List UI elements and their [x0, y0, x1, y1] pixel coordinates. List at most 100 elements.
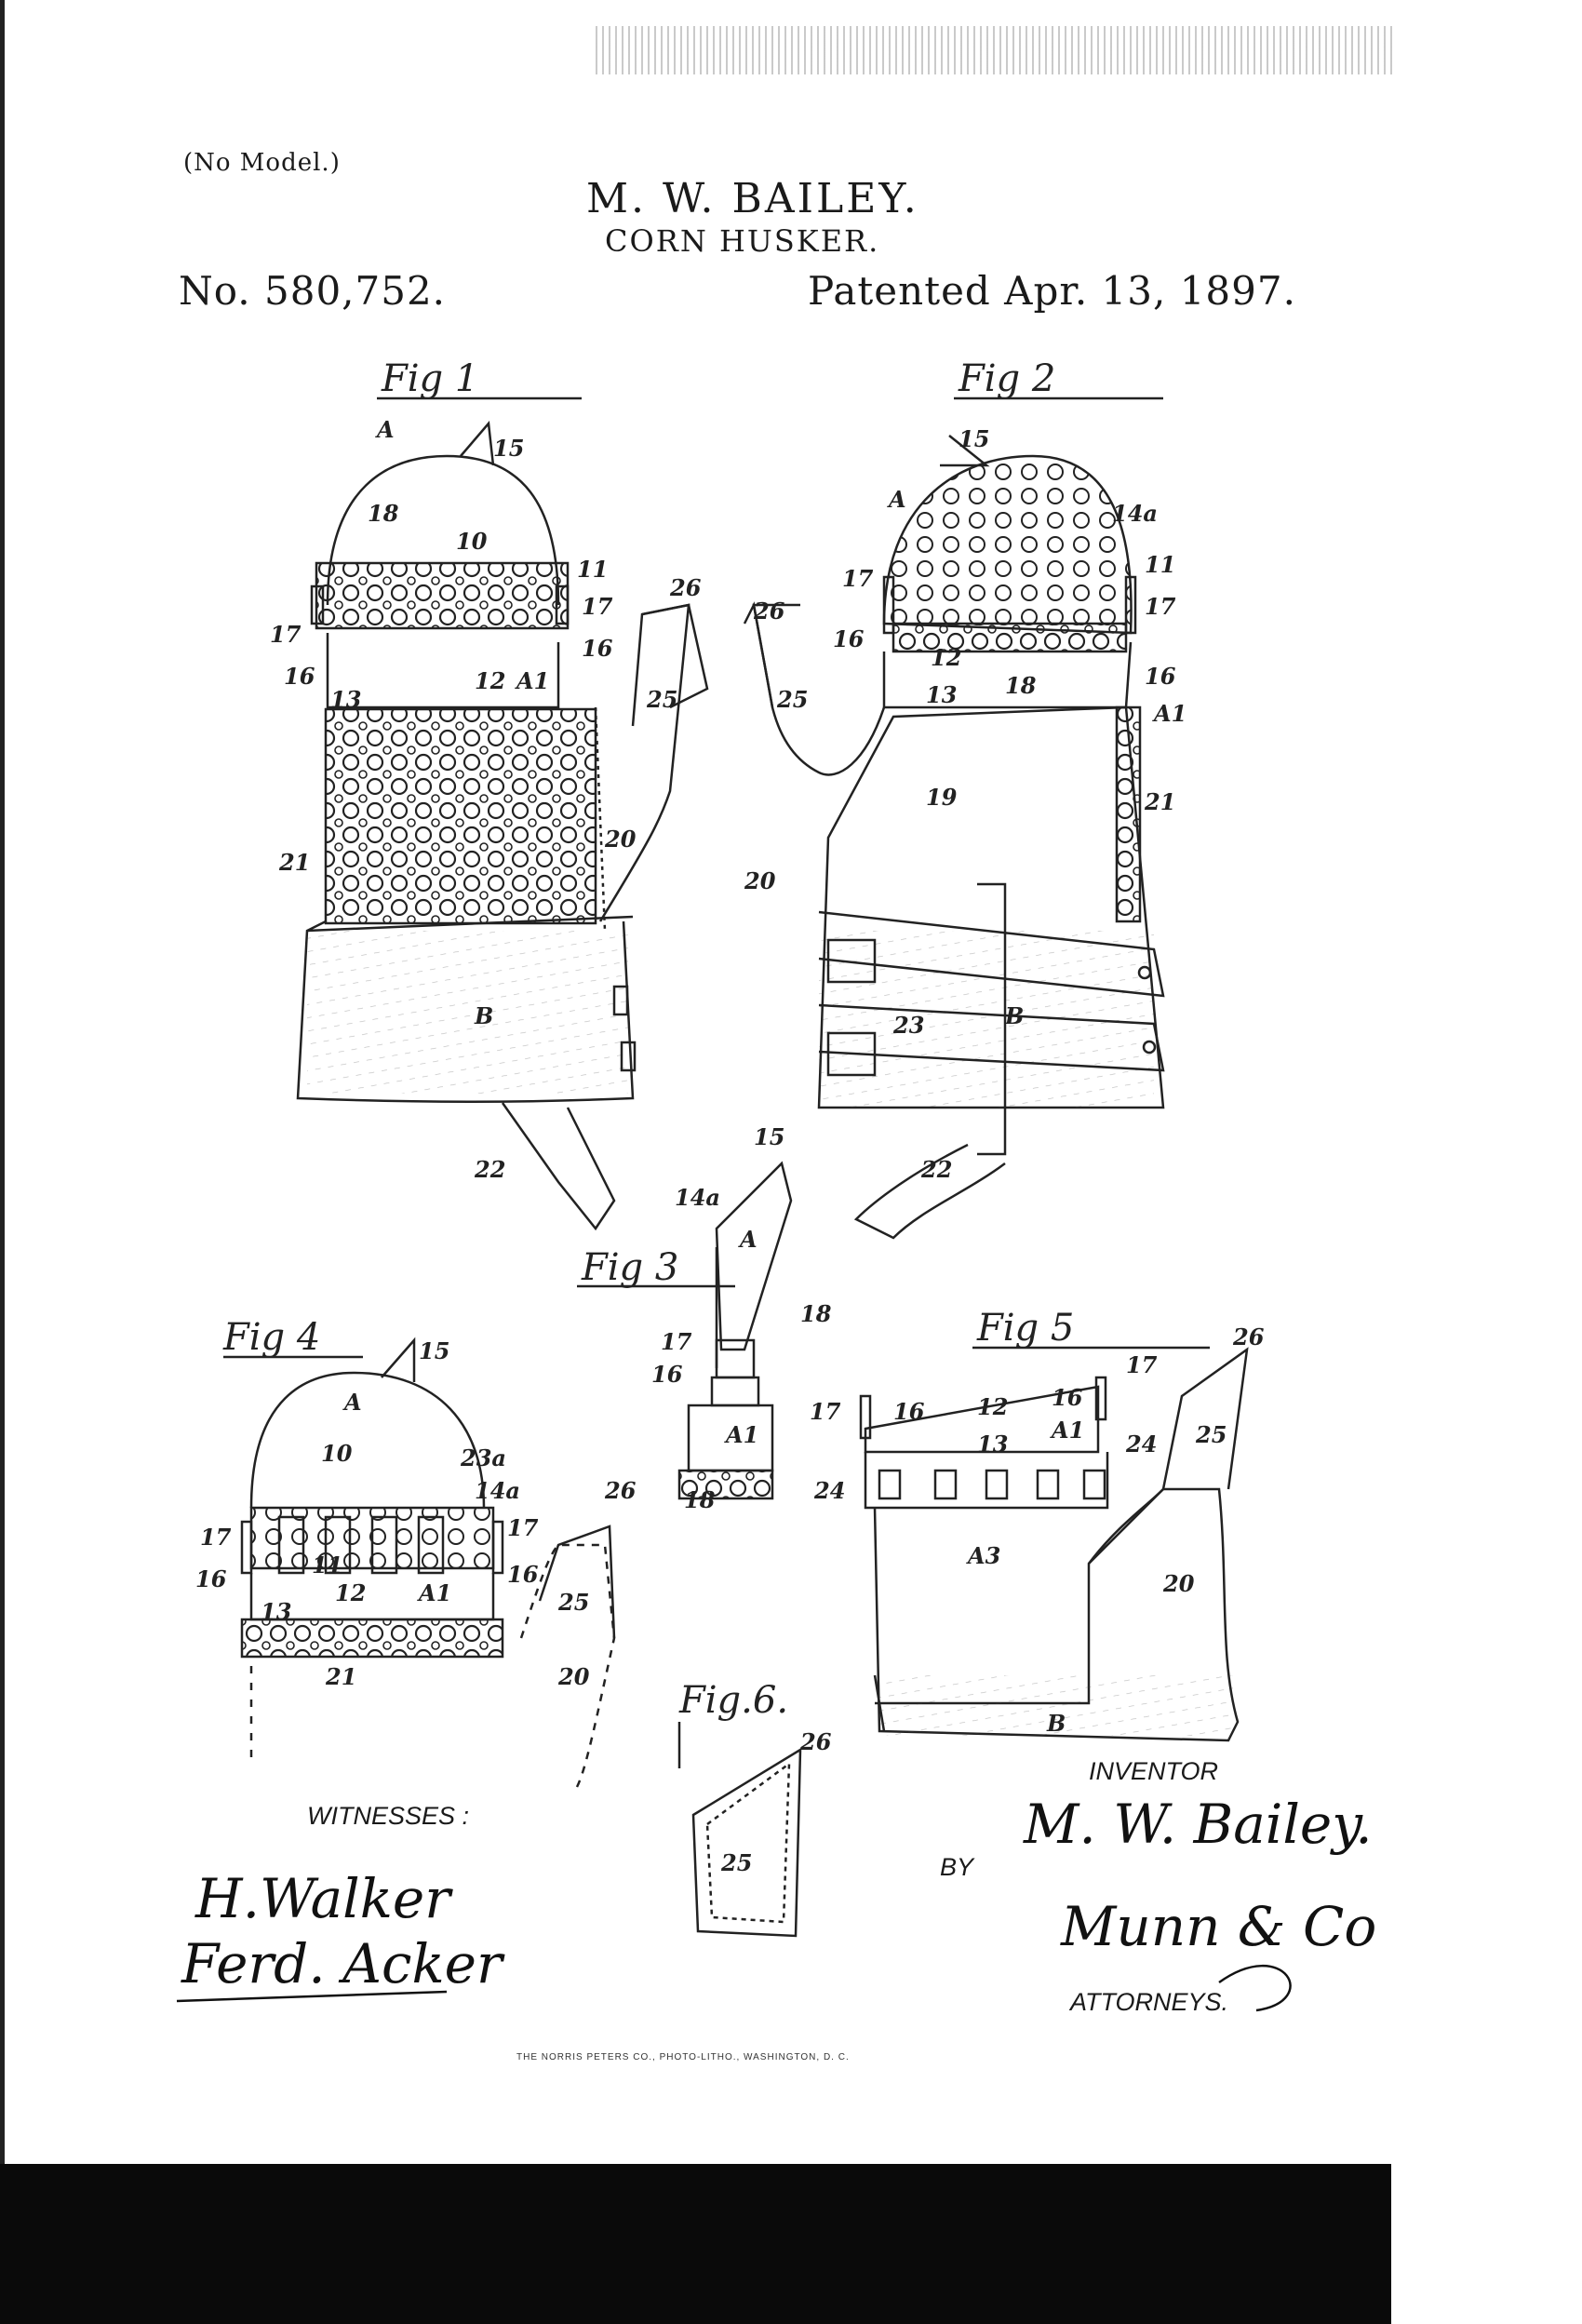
figure-6-label: Fig.6. — [678, 1679, 788, 1722]
svg-text:20: 20 — [744, 867, 776, 894]
svg-text:10: 10 — [321, 1440, 353, 1467]
svg-text:23: 23 — [892, 1012, 924, 1039]
figure-3: Fig 3 15 14a A 18 17 16 A1 18 — [577, 1123, 832, 1513]
figure-3-label: Fig 3 — [581, 1246, 678, 1289]
svg-text:15: 15 — [959, 425, 989, 452]
svg-text:22: 22 — [474, 1156, 505, 1183]
svg-text:12: 12 — [335, 1579, 366, 1606]
svg-text:17: 17 — [200, 1524, 232, 1551]
svg-text:16: 16 — [507, 1561, 539, 1588]
witness-signature-1: H.Walker — [194, 1867, 453, 1930]
svg-text:A1: A1 — [417, 1579, 451, 1606]
figure-1-label: Fig 1 — [381, 357, 478, 400]
svg-text:16: 16 — [1052, 1384, 1083, 1411]
svg-text:25: 25 — [720, 1849, 752, 1876]
svg-text:11: 11 — [312, 1552, 342, 1578]
svg-text:12: 12 — [977, 1393, 1008, 1420]
svg-text:A1: A1 — [515, 667, 549, 694]
svg-text:17: 17 — [810, 1398, 841, 1425]
svg-text:16: 16 — [195, 1565, 227, 1592]
svg-text:16: 16 — [893, 1398, 925, 1425]
svg-text:16: 16 — [284, 663, 315, 690]
svg-text:17: 17 — [842, 565, 874, 592]
svg-text:11: 11 — [577, 556, 608, 583]
scan-bottom-right-margin — [1391, 2164, 1582, 2324]
svg-text:26: 26 — [799, 1728, 832, 1755]
figure-2-label: Fig 2 — [958, 357, 1055, 400]
svg-text:12: 12 — [931, 644, 961, 671]
svg-text:14a: 14a — [675, 1184, 720, 1211]
svg-text:16: 16 — [1145, 663, 1176, 690]
svg-text:18: 18 — [684, 1486, 716, 1513]
svg-text:B: B — [474, 1002, 493, 1029]
svg-text:26: 26 — [604, 1477, 637, 1504]
svg-text:20: 20 — [557, 1663, 590, 1690]
svg-text:11: 11 — [1145, 551, 1175, 578]
svg-text:17: 17 — [270, 621, 302, 648]
svg-text:13: 13 — [926, 681, 957, 708]
invention-title: CORN HUSKER. — [605, 223, 880, 259]
svg-text:20: 20 — [604, 826, 637, 853]
svg-text:10: 10 — [456, 528, 488, 555]
svg-text:B: B — [1004, 1002, 1024, 1029]
svg-text:15: 15 — [754, 1123, 784, 1150]
svg-text:26: 26 — [753, 598, 785, 625]
inventor-label: INVENTOR — [1089, 1757, 1218, 1785]
svg-text:19: 19 — [926, 784, 958, 811]
svg-text:17: 17 — [582, 593, 613, 620]
svg-text:A1: A1 — [724, 1421, 758, 1448]
svg-text:17: 17 — [1145, 593, 1176, 620]
svg-text:21: 21 — [278, 849, 310, 876]
svg-text:A: A — [375, 416, 395, 443]
svg-text:18: 18 — [368, 500, 399, 527]
svg-text:23a: 23a — [460, 1444, 506, 1471]
svg-text:13: 13 — [330, 686, 361, 713]
attorneys-label: ATTORNEYS. — [1068, 1988, 1228, 2016]
svg-text:21: 21 — [325, 1663, 356, 1690]
inventor-signature: M. W. Bailey. — [1023, 1793, 1373, 1856]
svg-text:22: 22 — [920, 1156, 952, 1183]
figure-2: Fig 2 15 A 14a 11 17 17 16 12 18 16 13 A… — [743, 357, 1186, 1240]
svg-text:B: B — [1046, 1710, 1066, 1737]
svg-text:17: 17 — [507, 1514, 539, 1541]
svg-text:A: A — [887, 486, 906, 513]
svg-text:13: 13 — [261, 1598, 291, 1625]
scan-bottom-border — [0, 2164, 1582, 2324]
svg-text:A: A — [738, 1226, 757, 1253]
by-label: BY — [940, 1853, 975, 1881]
figure-6: Fig.6. 26 25 — [677, 1679, 832, 1938]
svg-text:21: 21 — [1144, 788, 1175, 815]
svg-text:18: 18 — [800, 1300, 832, 1327]
svg-text:26: 26 — [1232, 1323, 1265, 1350]
svg-text:A: A — [342, 1389, 362, 1416]
svg-text:13: 13 — [977, 1431, 1008, 1458]
svg-text:16: 16 — [651, 1361, 683, 1388]
svg-text:24: 24 — [1125, 1431, 1157, 1458]
svg-text:A1: A1 — [1050, 1417, 1084, 1444]
svg-text:12: 12 — [475, 667, 505, 694]
svg-text:A3: A3 — [966, 1542, 1000, 1569]
patent-number: No. 580,752. — [179, 268, 447, 314]
svg-text:25: 25 — [646, 686, 677, 713]
svg-text:14a: 14a — [475, 1477, 520, 1504]
svg-text:26: 26 — [669, 574, 702, 601]
svg-text:25: 25 — [1195, 1421, 1227, 1448]
figure-1: Fig 1 A 15 18 10 11 17 16 17 16 12 A1 13… — [270, 357, 709, 1231]
svg-text:15: 15 — [419, 1337, 449, 1364]
svg-text:20: 20 — [1162, 1570, 1195, 1597]
svg-text:25: 25 — [776, 686, 808, 713]
svg-text:15: 15 — [493, 435, 524, 462]
figure-4: Fig 4 15 A 10 23a 14a 17 16 17 16 11 12 … — [195, 1316, 637, 1788]
inventor-name: M. W. BAILEY. — [586, 175, 919, 222]
figure-4-label: Fig 4 — [222, 1316, 320, 1359]
svg-text:16: 16 — [582, 635, 613, 662]
lithographer-imprint: THE NORRIS PETERS CO., PHOTO-LITHO., WAS… — [516, 2052, 850, 2062]
witness-signature-2: Ferd. Acker — [181, 1932, 505, 1995]
witnesses-label: WITNESSES : — [307, 1802, 469, 1830]
attorney-signature: Munn & Co — [1060, 1895, 1376, 1958]
scan-noise — [596, 26, 1396, 74]
scan-edge-left — [0, 0, 5, 2324]
svg-text:17: 17 — [661, 1328, 692, 1355]
no-model-note: (No Model.) — [183, 149, 341, 177]
